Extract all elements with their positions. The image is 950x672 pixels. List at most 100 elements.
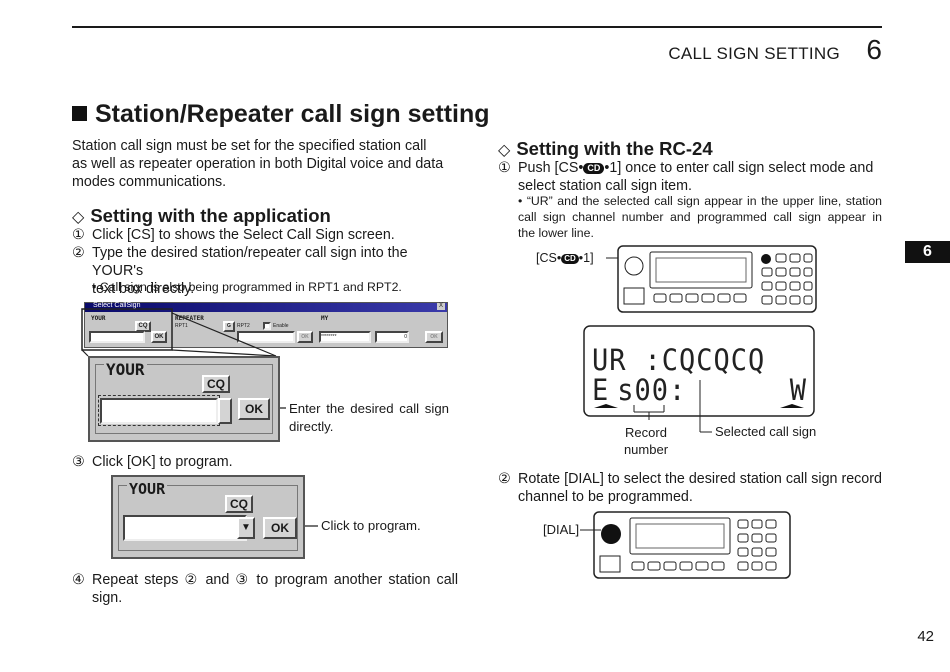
intro-line: Station call sign must be set for the sp… bbox=[72, 138, 427, 154]
repeater-label: REPEATER bbox=[175, 315, 204, 322]
step-number: ① bbox=[72, 227, 85, 243]
diamond-icon: ◇ bbox=[498, 142, 511, 159]
dial-knob-icon[interactable] bbox=[624, 256, 644, 276]
diamond-icon: ◇ bbox=[72, 209, 85, 226]
ok-button-small[interactable]: OK bbox=[151, 331, 167, 343]
step-text: channel to be programmed. bbox=[518, 489, 693, 505]
dial-knob-icon[interactable] bbox=[601, 524, 621, 544]
cd-badge: CD bbox=[561, 254, 579, 264]
step-number: ④ bbox=[72, 572, 85, 588]
app-section-heading: ◇ Setting with the application bbox=[72, 205, 331, 227]
cq-button-zoom[interactable]: CQ bbox=[202, 375, 230, 393]
enable-label: Enable bbox=[273, 323, 289, 329]
step-text: •1] once to enter call sign select mode … bbox=[604, 160, 874, 176]
your-label: YOUR bbox=[127, 480, 168, 498]
close-icon[interactable]: X bbox=[437, 303, 445, 310]
app-note: • Call sign is also being programmed in … bbox=[92, 280, 402, 294]
chevron-down-icon[interactable]: ▼ bbox=[237, 517, 255, 539]
device-screen-inner bbox=[655, 257, 747, 283]
your-label-small: YOUR bbox=[91, 315, 106, 322]
cs-label-text: •1] bbox=[578, 251, 594, 265]
lcd-right-arrow-icon bbox=[780, 404, 804, 408]
device-screen bbox=[629, 517, 731, 555]
your-text-field-zoom[interactable] bbox=[100, 398, 218, 424]
record-label-line: Record bbox=[625, 425, 667, 440]
my-suffix-field[interactable]: 0 bbox=[375, 331, 409, 343]
dropdown-arrow-icon[interactable] bbox=[218, 398, 232, 424]
cd-badge: CD bbox=[583, 163, 605, 174]
chapter-tab: 6 bbox=[905, 241, 950, 263]
lcd-frame bbox=[583, 325, 815, 417]
chapter-number: 6 bbox=[866, 34, 882, 65]
intro-line: modes communications. bbox=[72, 174, 227, 190]
rc-step-2: ② Rotate [DIAL] to select the desired st… bbox=[498, 470, 883, 506]
cs-key-icon[interactable] bbox=[761, 254, 771, 264]
step-number: ② bbox=[72, 245, 85, 261]
selection-box bbox=[81, 308, 173, 351]
your-dialog: YOUR CQ ▼ OK bbox=[111, 475, 305, 559]
rc-note: • “UR” and the selected call sign appear… bbox=[518, 193, 882, 241]
step-text: Type the desired station/repeater call s… bbox=[92, 245, 408, 279]
step-text: Push [CS• bbox=[518, 160, 584, 176]
record-number-label: Record number bbox=[612, 424, 680, 458]
enter-callout-line: directly. bbox=[289, 419, 334, 434]
zoomed-dialog: YOUR CQ OK bbox=[88, 356, 280, 442]
speaker-icon bbox=[599, 555, 621, 573]
record-label-line: number bbox=[623, 442, 669, 457]
ok-button-my[interactable]: OK bbox=[425, 331, 443, 343]
rc-note-line: • “UR” and the selected call sign appear… bbox=[518, 194, 882, 208]
zoom-line-lower bbox=[171, 349, 277, 357]
step-number: ② bbox=[498, 471, 511, 487]
zoom-line-left bbox=[81, 349, 89, 357]
zoom-line-right bbox=[171, 312, 277, 357]
main-heading-text: Station/Repeater call sign setting bbox=[95, 100, 490, 128]
cs-label-text: [CS• bbox=[536, 251, 562, 265]
app-step-1: ① Click [CS] to shows the Select Call Si… bbox=[72, 226, 462, 244]
app-step-3: ③ Click [OK] to program. bbox=[72, 453, 462, 471]
my-label: MY bbox=[321, 315, 329, 322]
rpt2-field[interactable] bbox=[237, 331, 295, 343]
speaker-icon bbox=[623, 287, 645, 305]
my-field[interactable]: ******** bbox=[319, 331, 371, 343]
step-text: Click [CS] to shows the Select Call Sign… bbox=[92, 227, 395, 243]
lcd-left-arrow-icon bbox=[594, 404, 618, 408]
dial-label: [DIAL] bbox=[543, 522, 580, 537]
cq-button[interactable]: CQ bbox=[225, 495, 253, 513]
device-screen bbox=[649, 251, 753, 289]
your-combo-field[interactable] bbox=[123, 515, 247, 541]
enter-callout-line: Enter the desired call sign bbox=[289, 401, 449, 416]
intro-paragraph: Station call sign must be set for the sp… bbox=[72, 137, 458, 191]
lcd-ur-text: UR bbox=[592, 343, 627, 378]
your-field-small[interactable] bbox=[89, 331, 145, 343]
page-number: 42 bbox=[917, 628, 934, 645]
dialog-groupbox bbox=[118, 485, 298, 551]
rc-heading-text: Setting with the RC-24 bbox=[516, 138, 713, 159]
your-label-zoom: YOUR bbox=[104, 360, 147, 379]
lcd-display bbox=[583, 325, 815, 433]
step-text: select station call sign item. bbox=[518, 178, 693, 194]
ok-button-rpt[interactable]: OK bbox=[297, 331, 313, 343]
ok-button[interactable]: OK bbox=[263, 517, 297, 539]
enable-checkbox[interactable] bbox=[263, 322, 271, 330]
intro-line: as well as repeater operation in both Di… bbox=[72, 156, 444, 172]
header-rule bbox=[72, 26, 882, 28]
selected-call-sign-label: Selected call sign bbox=[715, 424, 817, 439]
window-title: Select CallSign bbox=[93, 302, 141, 309]
square-bullet-icon bbox=[72, 106, 87, 121]
ok-button-zoom[interactable]: OK bbox=[238, 398, 270, 420]
step-text: text box directly. bbox=[92, 281, 195, 297]
lcd-line-1: UR:CQCQCQ bbox=[592, 346, 765, 376]
g-button[interactable]: G bbox=[223, 321, 235, 332]
lcd-w-text: W bbox=[789, 373, 807, 408]
step-text: Rotate [DIAL] to select the desired stat… bbox=[518, 471, 882, 487]
step-number: ③ bbox=[72, 454, 85, 470]
rc-note-line: call sign channel number and programmed … bbox=[518, 210, 882, 224]
rc-section-heading: ◇ Setting with the RC-24 bbox=[498, 138, 713, 160]
zoom-groupbox bbox=[95, 364, 273, 434]
lcd-e-text: E bbox=[592, 373, 610, 408]
app-heading-text: Setting with the application bbox=[90, 205, 331, 226]
window-titlebar: Select CallSign X bbox=[85, 302, 447, 312]
rc24-controller-bottom bbox=[580, 511, 791, 579]
